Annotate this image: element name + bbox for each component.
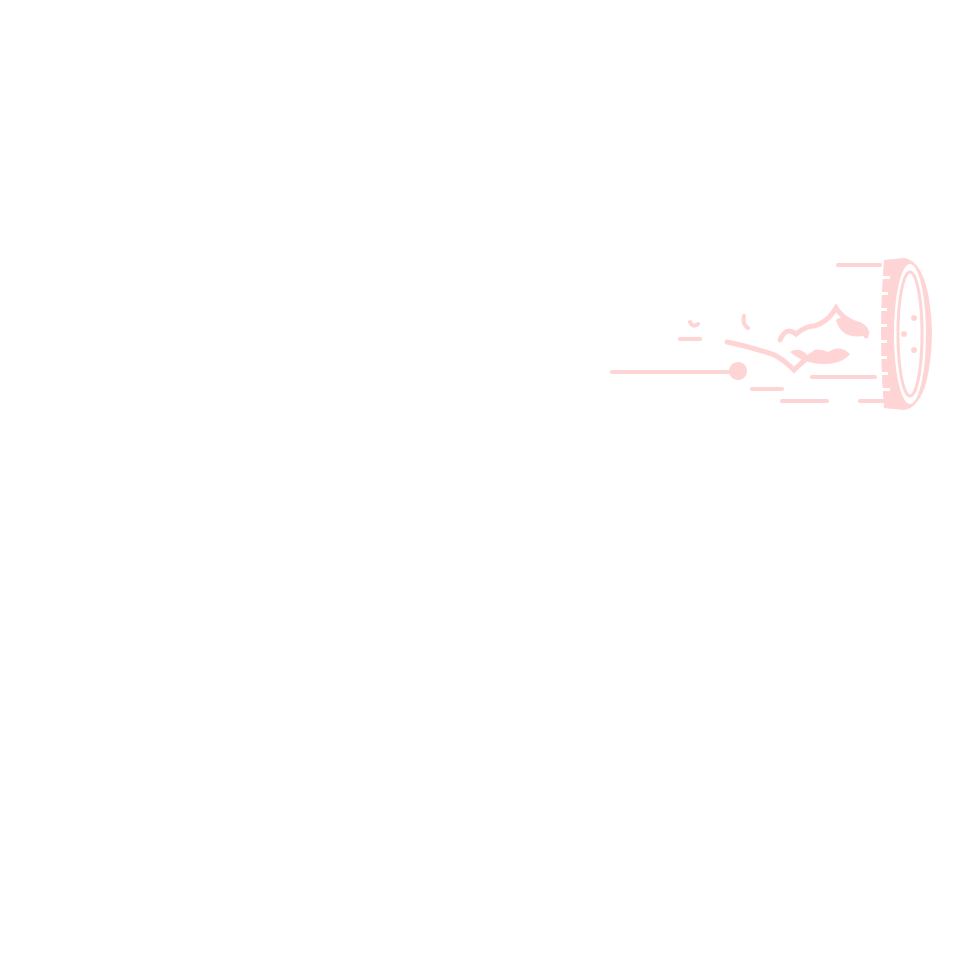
dust-puffs xyxy=(729,317,870,380)
coin-icon xyxy=(877,258,932,410)
flying-coin-icon xyxy=(600,250,940,420)
motion-trail xyxy=(610,263,884,403)
